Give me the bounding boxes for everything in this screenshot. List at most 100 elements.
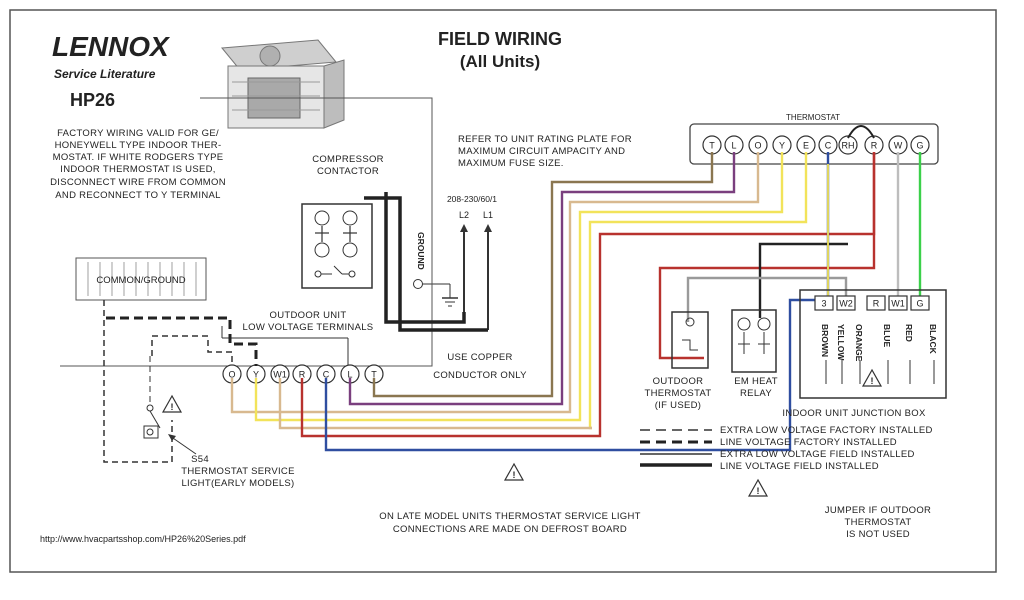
outdoor-thermostat-label-3: (IF USED) [655, 400, 702, 411]
late-model-note-2: CONNECTIONS ARE MADE ON DEFROST BOARD [393, 524, 627, 535]
junction-wire-color-labels: BROWN YELLOW ORANGE BLUE RED BLACK [820, 324, 938, 384]
junction-terminal-g: G [910, 295, 930, 311]
l1-label: L1 [483, 210, 493, 220]
svg-text:L: L [731, 141, 736, 151]
s54-contact-2 [146, 428, 154, 436]
legend-item-1: EXTRA LOW VOLTAGE FACTORY INSTALLED [720, 425, 933, 436]
svg-text:C: C [825, 141, 832, 151]
junction-wire-label-orange: ORANGE [854, 324, 864, 362]
svg-text:3: 3 [821, 299, 826, 309]
warning-icon: ! [161, 394, 183, 413]
svg-text:O: O [228, 370, 235, 380]
diagram-subtitle: (All Units) [460, 52, 540, 71]
line-legend: EXTRA LOW VOLTAGE FACTORY INSTALLED LINE… [640, 425, 933, 472]
factory-wiring-note-3: MOSTAT. IF WHITE RODGERS TYPE [53, 152, 224, 163]
svg-text:W: W [894, 141, 903, 151]
svg-text:!: ! [171, 402, 174, 412]
condenser-unit-illustration [221, 39, 345, 129]
indoor-junction-box-label: INDOOR UNIT JUNCTION BOX [782, 408, 926, 419]
factory-wiring-note-5: DISCONNECT WIRE FROM COMMON [50, 177, 226, 188]
svg-text:Y: Y [253, 370, 259, 380]
thermostat-terminal-e: E [796, 135, 816, 155]
thermostat-terminal-rh: RH [838, 135, 858, 155]
contactor-terminal-2 [342, 210, 358, 226]
factory-wiring-note-1: FACTORY WIRING VALID FOR GE/ [57, 128, 219, 139]
legend-item-3: EXTRA LOW VOLTAGE FIELD INSTALLED [720, 449, 915, 460]
svg-text:T: T [371, 370, 377, 380]
jumper-note-2: THERMOSTAT [844, 517, 911, 528]
junction-wire-label-brown: BROWN [820, 324, 830, 357]
outdoor-thermostat-box [671, 311, 709, 369]
factory-wiring-note-2: HONEYWELL TYPE INDOOR THER- [55, 140, 222, 151]
thermostat-terminal-o: O [748, 135, 768, 155]
junction-wire-label-black: BLACK [928, 324, 938, 355]
junction-terminal-w2: W2 [836, 295, 856, 311]
em-heat-relay-box [731, 309, 777, 373]
junction-terminal-3: 3 [814, 295, 834, 311]
junction-wire-label-yellow: YELLOW [836, 324, 846, 361]
junction-terminal-r: R [866, 295, 886, 311]
diagram-title: FIELD WIRING [438, 29, 562, 49]
thermostat-box [689, 123, 939, 165]
legend-item-2: LINE VOLTAGE FACTORY INSTALLED [720, 437, 897, 448]
rh-r-jumper [847, 125, 875, 139]
factory-wiring-note-4: INDOOR THERMOSTAT IS USED, [60, 164, 215, 175]
junction-wire-label-red: RED [904, 324, 914, 342]
brand-subtitle: Service Literature [54, 67, 156, 81]
rating-note-3: MAXIMUM FUSE SIZE. [458, 158, 564, 169]
common-ground-strip [75, 257, 207, 301]
indoor-junction-box [799, 289, 947, 399]
s54-contact-1 [146, 404, 154, 412]
contactor-terminal-4 [342, 242, 358, 258]
outdoor-thermostat-label-1: OUTDOOR [653, 376, 704, 387]
em-heat-relay-label-1: EM HEAT [734, 376, 778, 387]
thermostat-terminal-t: T [702, 135, 722, 155]
svg-text:R: R [871, 141, 878, 151]
outdoor-thermostat-label-2: THERMOSTAT [644, 388, 711, 399]
svg-text:W2: W2 [839, 299, 853, 309]
brand-logo: LENNOX [52, 31, 171, 62]
svg-text:W1: W1 [891, 299, 905, 309]
svg-text:!: ! [757, 486, 760, 496]
s54-label-3: LIGHT(EARLY MODELS) [181, 478, 294, 489]
contactor-terminal-3 [314, 242, 330, 258]
junction-terminal-strip: 3 W2 R W1 G [814, 295, 930, 311]
common-ground-label: COMMON/GROUND [96, 275, 185, 286]
svg-text:T: T [709, 141, 715, 151]
copper-note-2: CONDUCTOR ONLY [433, 370, 527, 381]
thermostat-terminal-l: L [724, 135, 744, 155]
svg-text:!: ! [871, 376, 874, 386]
thermostat-terminal-c: C [818, 135, 838, 155]
rating-note-1: REFER TO UNIT RATING PLATE FOR [458, 134, 632, 145]
thermostat-terminal-y: Y [772, 135, 792, 155]
field-wires [230, 152, 922, 452]
source-url[interactable]: http://www.hvacpartsshop.com/HP26%20Seri… [40, 534, 246, 544]
rating-note-2: MAXIMUM CIRCUIT AMPACITY AND [458, 146, 625, 157]
warning-icon: ! [503, 462, 525, 481]
em-heat-relay-label-2: RELAY [740, 388, 772, 399]
outdoor-terminal-t: T [364, 364, 384, 384]
svg-text:!: ! [513, 470, 516, 480]
junction-wire-label-blue: BLUE [882, 324, 892, 347]
s54-label-2: THERMOSTAT SERVICE [181, 466, 294, 477]
svg-text:E: E [803, 141, 809, 151]
svg-text:RH: RH [842, 141, 855, 151]
late-model-note-1: ON LATE MODEL UNITS THERMOSTAT SERVICE L… [379, 511, 640, 522]
thermostat-label: THERMOSTAT [786, 113, 840, 122]
s54-pointer [169, 435, 197, 455]
copper-note-1: USE COPPER [447, 352, 512, 363]
svg-text:Y: Y [779, 141, 785, 151]
diagram-border [9, 9, 997, 573]
warning-icon: ! [747, 478, 769, 497]
outdoor-terminal-c: C [316, 364, 336, 384]
model-number: HP26 [70, 90, 115, 110]
factory-wiring-note-6: AND RECONNECT TO Y TERMINAL [55, 190, 220, 201]
compressor-contactor-label-2: CONTACTOR [317, 166, 379, 177]
legend-item-4: LINE VOLTAGE FIELD INSTALLED [720, 461, 879, 472]
outdoor-terminal-r: R [292, 364, 312, 384]
svg-text:R: R [873, 299, 880, 309]
thermostat-terminal-r: R [864, 135, 884, 155]
